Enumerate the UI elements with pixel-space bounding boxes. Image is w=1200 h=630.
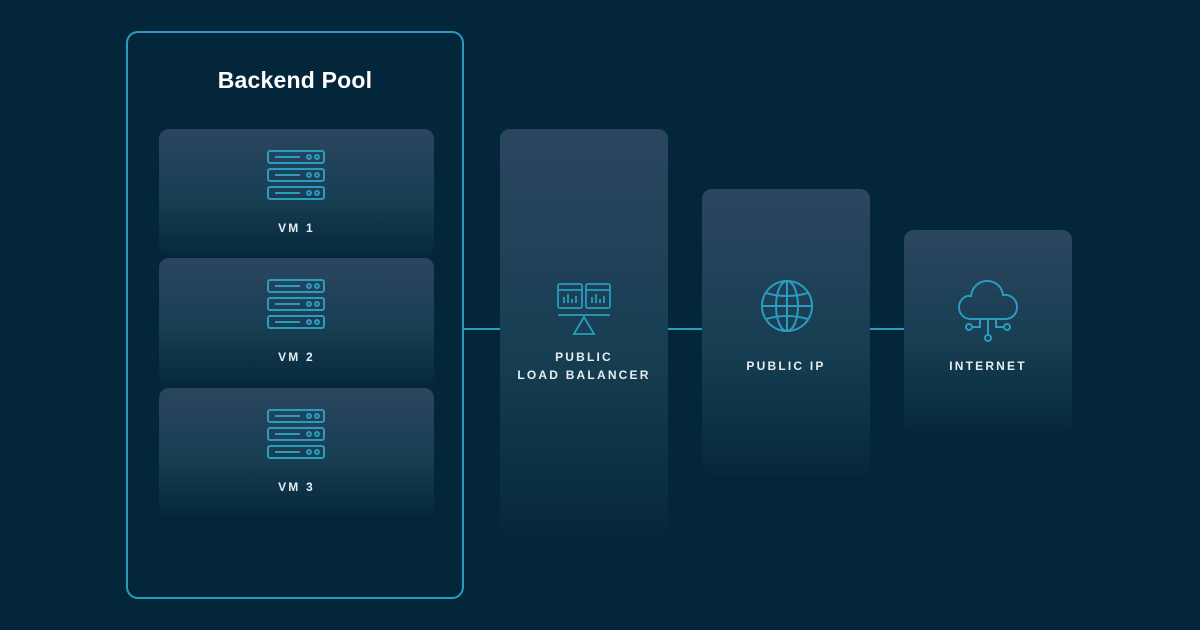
backend-pool-group: Backend Pool bbox=[126, 31, 464, 599]
server-rack-icon bbox=[266, 149, 326, 201]
internet-card: INTERNET bbox=[904, 230, 1072, 432]
backend-pool-title: Backend Pool bbox=[217, 67, 373, 93]
load-balancer-label-line1: PUBLIC bbox=[555, 350, 613, 364]
load-balancer-label-line2: LOAD BALANCER bbox=[517, 368, 651, 382]
server-rack-icon bbox=[266, 408, 326, 460]
cloud-network-icon bbox=[957, 277, 1019, 343]
connector-lb-to-ip bbox=[668, 328, 702, 330]
connector-ip-to-internet bbox=[870, 328, 904, 330]
connector-pool-to-lb bbox=[464, 328, 500, 330]
load-balancer-card: PUBLIC LOAD BALANCER bbox=[500, 129, 668, 535]
public-ip-card: PUBLIC IP bbox=[702, 189, 870, 475]
globe-icon bbox=[760, 279, 814, 333]
internet-label: INTERNET bbox=[949, 359, 1027, 373]
load-balancer-icon bbox=[556, 282, 612, 338]
vm-card-2: VM 2 bbox=[159, 258, 434, 386]
vm-card-1: VM 1 bbox=[159, 129, 434, 257]
vm-label: VM 2 bbox=[278, 350, 315, 364]
public-ip-label: PUBLIC IP bbox=[746, 359, 826, 373]
server-rack-icon bbox=[266, 278, 326, 330]
vm-label: VM 1 bbox=[278, 221, 315, 235]
vm-label: VM 3 bbox=[278, 480, 315, 494]
vm-card-3: VM 3 bbox=[159, 388, 434, 516]
